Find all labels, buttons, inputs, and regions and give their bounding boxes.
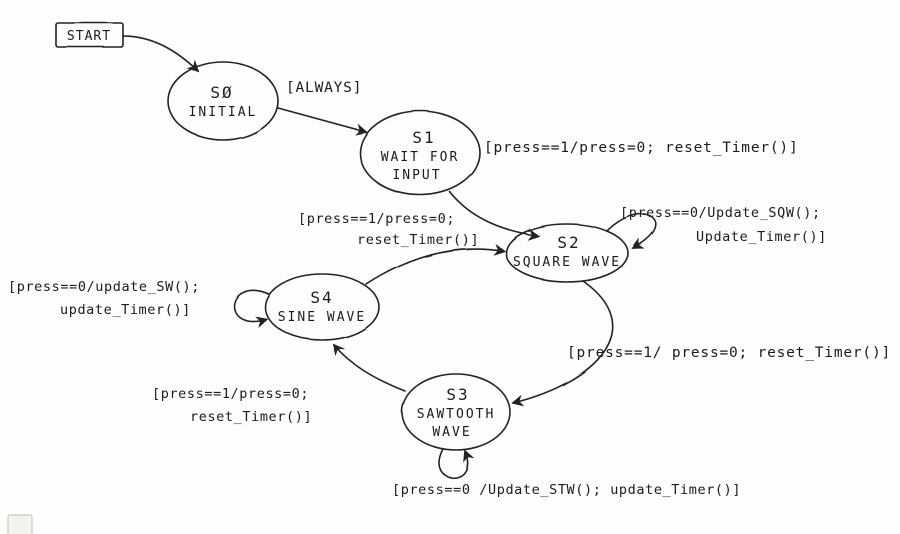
state-s1-name-line2: INPUT [392, 168, 441, 183]
self-loop-arrow-s4 [233, 289, 270, 328]
self-loop-arrow-s3 [438, 448, 475, 479]
state-s3-id: S3 [446, 385, 469, 404]
state-s1-id: S1 [412, 128, 435, 147]
transition-label-s4-s2-line1: [press==1/press=0; [298, 211, 455, 227]
state-s4-ellipse [264, 273, 380, 341]
state-s0-ellipse [167, 61, 279, 141]
self-loop-label-s2-line2: Update_Timer()] [696, 229, 827, 245]
transition-label-s4-s2-line2: reset_Timer()] [357, 232, 479, 248]
transition-label-s3-s4-line1: [press==1/press=0; [152, 386, 309, 402]
transition-arrow-s0-s1 [277, 107, 368, 136]
transition-arrow-s4-s2 [365, 243, 506, 285]
scan-corner-artifact [7, 514, 33, 534]
state-s3-name-line1: SAWTOOTH [417, 407, 496, 422]
state-s2-id: S2 [557, 233, 580, 252]
transition-arrow-s3-s4 [332, 343, 406, 392]
transition-arrow-s2-s3 [511, 280, 614, 407]
state-s3-name-line2: WAVE [432, 425, 471, 440]
self-loop-arrow-s2 [606, 213, 657, 249]
state-s1-name-line1: WAIT FOR [381, 150, 460, 165]
state-s3-ellipse [401, 373, 511, 451]
transition-label-s3-s4-line2: reset_Timer()] [190, 409, 312, 425]
self-loop-label-s2-line1: [press==0/Update_SQW(); [620, 205, 821, 221]
transition-arrow-start-s0 [122, 35, 200, 73]
state-s4-id: S4 [310, 288, 333, 307]
self-loop-label-s3: [press==0 /Update_STW(); update_Timer()] [392, 482, 741, 498]
state-s4-name: SINE WAVE [278, 310, 366, 325]
transition-label-s1-s2: [press==1/press=0; reset_Timer()] [484, 140, 798, 156]
start-node-label: START [67, 29, 111, 44]
start-node-box [55, 22, 124, 48]
self-loop-label-s4-line1: [press==0/update_SW(); [8, 279, 200, 295]
self-loop-label-s4-line2: update_Timer()] [60, 302, 191, 318]
transition-arrow-s1-s2 [449, 191, 540, 241]
state-s2-name: SQUARE WAVE [513, 255, 621, 270]
state-s0-id: SØ [210, 83, 233, 102]
state-s1-ellipse [359, 110, 481, 196]
transition-label-s0-s1: [ALWAYS] [286, 80, 362, 96]
transition-label-s2-s3: [press==1/ press=0; reset_Timer()] [567, 345, 891, 361]
state-s0-name: INITIAL [189, 105, 258, 120]
